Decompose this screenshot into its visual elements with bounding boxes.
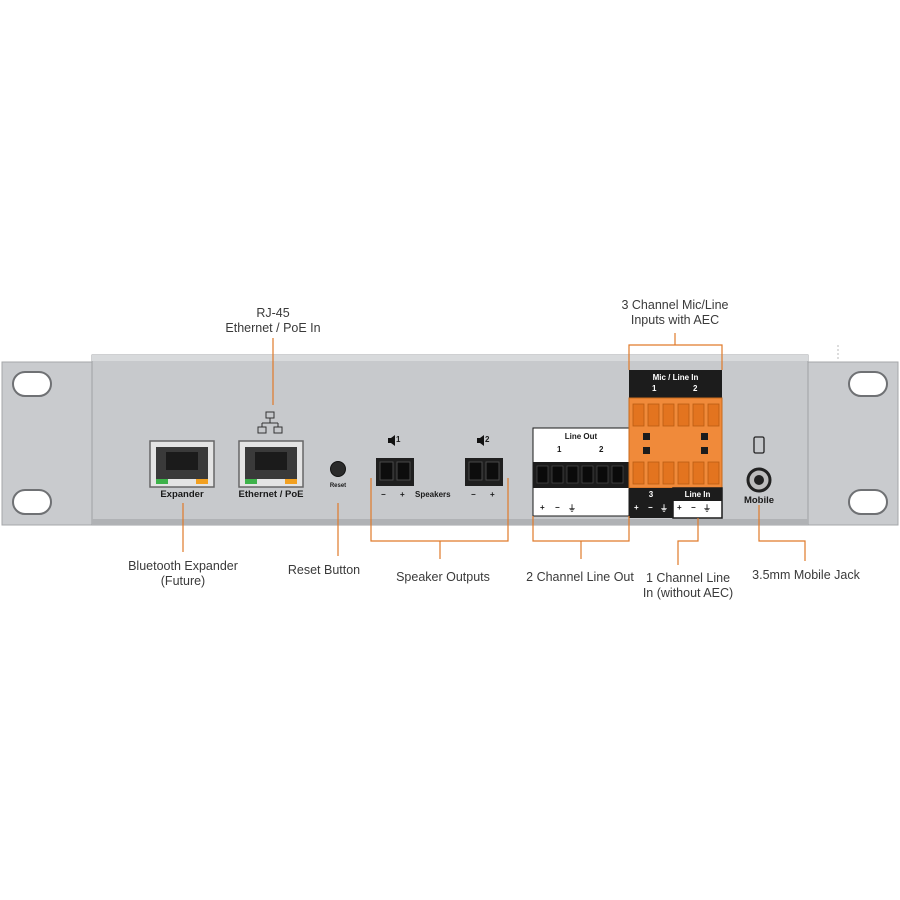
line-in-pol-ground: ⏚: [703, 504, 711, 513]
speaker-1-label: 1: [396, 435, 401, 444]
speaker-icon: [477, 435, 484, 446]
bottom-edge: [92, 519, 808, 525]
line-in-callout-line2: In (without AEC): [642, 586, 734, 600]
speaker-connector-2-pin: [468, 461, 483, 481]
mic-ch1-label: 1: [652, 384, 657, 393]
callout-lines: [182, 333, 806, 565]
mic-ch2-label: 2: [693, 384, 698, 393]
mic-line-callout-line2: Inputs with AEC: [630, 313, 720, 327]
reset-callout: Reset Button: [287, 563, 361, 577]
line-out-title: Line Out: [564, 432, 598, 441]
ch3-pol-minus: −: [648, 503, 653, 512]
line-out-callout: 2 Channel Line Out: [526, 570, 634, 584]
mic-line-callout-line1: 3 Channel Mic/Line: [621, 298, 729, 312]
reset-label: Reset: [329, 483, 347, 489]
network-icon: [257, 411, 283, 434]
line-in-callout: 1 Channel Line In (without AEC): [628, 571, 748, 601]
rj45-callout: RJ-45 Ethernet / PoE In: [213, 306, 333, 336]
speaker-connector-1-pin: [396, 461, 411, 481]
mic-line-title: Mic / Line In: [652, 373, 699, 382]
line-in-pol-plus: +: [677, 503, 682, 512]
bluetooth-callout: Bluetooth Expander (Future): [113, 559, 253, 589]
mount-hole: [848, 371, 888, 397]
ethernet-label: Ethernet / PoE: [238, 489, 304, 500]
line-out-terminals: [536, 465, 624, 484]
line-out-ch2: 2: [599, 445, 604, 454]
speaker-1-minus: −: [381, 490, 386, 499]
expander-port-pins: [166, 452, 198, 470]
line-in-pol-minus: −: [691, 503, 696, 512]
ch3-pol-plus: +: [634, 503, 639, 512]
line-in-callout-line1: 1 Channel Line: [645, 571, 731, 585]
mount-hole: [12, 371, 52, 397]
ethernet-led-green: [245, 479, 257, 484]
mobile-callout-line: [758, 505, 806, 561]
speaker-1-plus: +: [400, 490, 405, 499]
mobile-callout: 3.5mm Mobile Jack: [752, 568, 860, 582]
ch3-label: 3: [648, 490, 654, 499]
phone-icon: [753, 436, 765, 454]
reset-button[interactable]: [330, 461, 346, 477]
speaker-connector-1-pin: [379, 461, 394, 481]
line-out-pol-minus: −: [555, 503, 560, 512]
speaker-2-minus: −: [471, 490, 476, 499]
ethernet-led-amber: [285, 479, 297, 484]
mobile-jack-hole: [754, 475, 764, 485]
mic-line-callout: 3 Channel Mic/Line Inputs with AEC: [595, 298, 755, 328]
line-out-ch1: 1: [557, 445, 562, 454]
mic-line-release-tabs: [643, 433, 708, 454]
speaker-2-label: 2: [485, 435, 490, 444]
bluetooth-callout-line2: (Future): [160, 574, 206, 588]
speakers-label: Speakers: [415, 490, 451, 499]
mobile-label: Mobile: [743, 495, 775, 506]
expander-led-amber: [196, 479, 208, 484]
mic-line-top-pins: [632, 403, 720, 427]
mic-line-header: [629, 370, 722, 398]
speaker-icon: [388, 435, 395, 446]
mic-line-terminal-block: [628, 397, 723, 489]
ch3-pol-ground: ⏚: [660, 504, 668, 513]
line-in-label: Line In: [684, 490, 711, 499]
line-in-title-bar: [673, 488, 722, 501]
line-out-pol-plus: +: [540, 503, 545, 512]
mic-line-bottom-pins: [632, 461, 720, 485]
rj45-callout-line1: RJ-45: [256, 306, 290, 320]
rj45-callout-line2: Ethernet / PoE In: [225, 321, 321, 335]
ethernet-port-pins: [255, 452, 287, 470]
expander-led-green: [156, 479, 168, 484]
speaker-2-plus: +: [490, 490, 495, 499]
expander-label: Expander: [160, 489, 204, 500]
speaker-outputs-callout: Speaker Outputs: [396, 570, 490, 584]
line-out-pol-ground: ⏚: [568, 504, 576, 513]
line-in-callout-line: [677, 518, 699, 565]
speaker-connector-2-pin: [485, 461, 500, 481]
ch3-label-area: [629, 488, 673, 518]
bluetooth-callout-line1: Bluetooth Expander: [128, 559, 238, 573]
mount-hole: [848, 489, 888, 515]
mic-line-bracket: [628, 344, 723, 370]
mount-hole: [12, 489, 52, 515]
top-edge: [92, 355, 808, 361]
